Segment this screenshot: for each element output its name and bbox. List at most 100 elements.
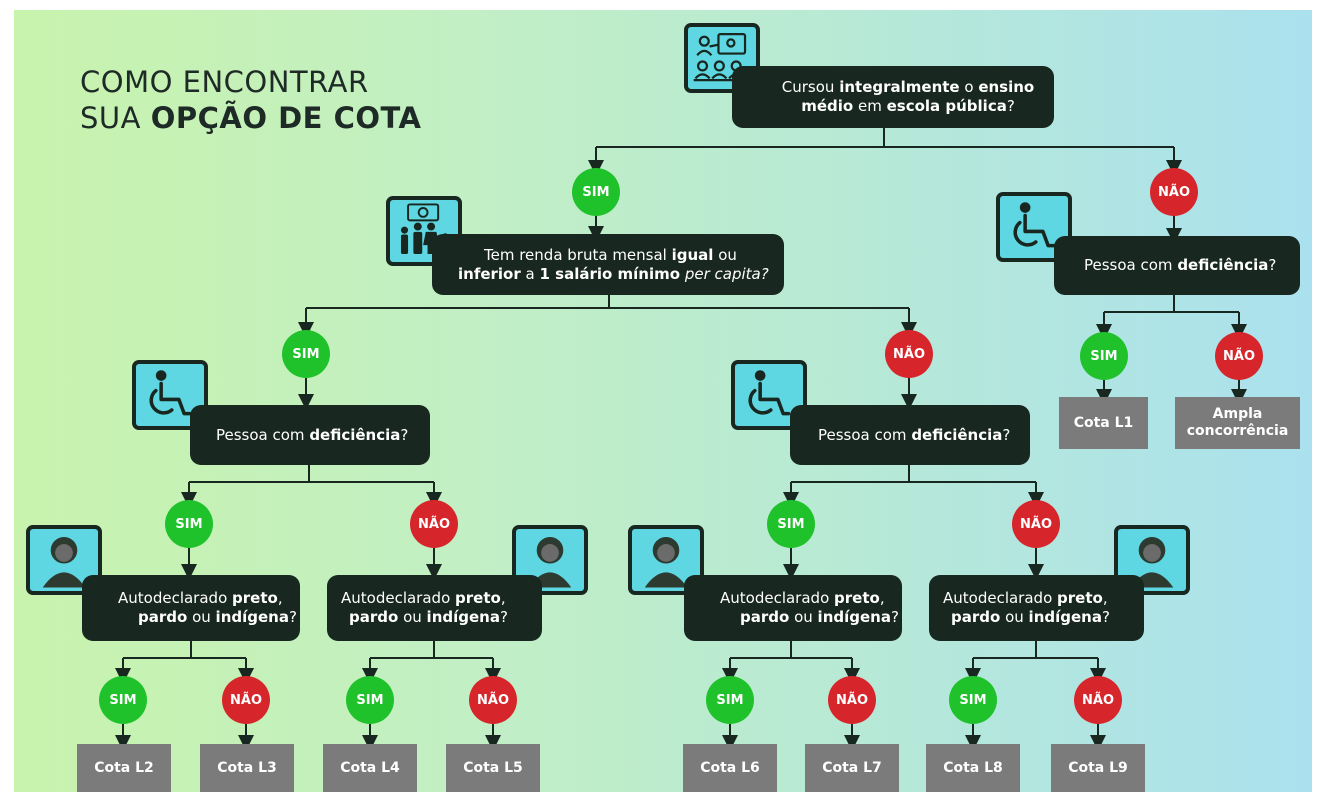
answer-nao-renda: NÃO: [885, 330, 933, 378]
answer-nao-def-left: NÃO: [410, 500, 458, 548]
question-autodeclarado-2: Autodeclarado preto, pardo ou indígena?: [327, 575, 542, 641]
q-auto-1-e: ou: [187, 608, 216, 626]
answer-nao-auto-2: NÃO: [469, 676, 517, 724]
question-deficiencia-middle: Pessoa com deficiência?: [790, 405, 1030, 465]
q-auto-4-g: ?: [1101, 608, 1110, 626]
question-autodeclarado-1: Autodeclarado preto, pardo ou indígena?: [82, 575, 300, 641]
q-auto-3-line-2: pardo ou indígena?: [720, 608, 902, 627]
q-auto-3-g: ?: [890, 608, 899, 626]
answer-sim-auto-3: SIM: [706, 676, 754, 724]
q-auto-2-g: ?: [499, 608, 508, 626]
q-escola-text-h: ?: [1006, 97, 1015, 115]
q-auto-3-e: ou: [789, 608, 818, 626]
q-auto-1-b: preto: [232, 589, 278, 607]
q-auto-2-e: ou: [398, 608, 427, 626]
question-escola-line-2: médio em escola pública?: [762, 97, 1054, 116]
title-line-2-normal: SUA: [80, 101, 151, 135]
q-renda-text-e: a: [520, 264, 540, 283]
q-escola-text-f: em: [853, 97, 887, 115]
question-deficiencia-left: Pessoa com deficiência?: [190, 405, 430, 465]
answer-nao-escola: NÃO: [1150, 168, 1198, 216]
q-def-1-a: Pessoa com: [1084, 256, 1178, 274]
q-auto-2-line-1: Autodeclarado preto,: [341, 589, 542, 608]
answer-nao-def-middle: NÃO: [1012, 500, 1060, 548]
q-auto-4-d: pardo: [951, 608, 1001, 626]
question-renda-line-2: inferior a 1 salário mínimo per capita?: [458, 265, 784, 284]
q-def-1-c: ?: [1268, 256, 1277, 274]
q-auto-4-a: Autodeclarado: [943, 589, 1058, 607]
question-deficiencia-left-line: Pessoa com deficiência?: [216, 426, 430, 445]
answer-sim-def-top: SIM: [1080, 332, 1128, 380]
q-auto-1-g: ?: [288, 608, 297, 626]
q-def-1-b: deficiência: [1177, 256, 1269, 274]
result-cota-l9: Cota L9: [1051, 744, 1145, 792]
q-def-2-b: deficiência: [309, 425, 401, 444]
q-auto-2-a: Autodeclarado: [341, 589, 456, 607]
q-auto-3-f: indígena: [817, 608, 891, 626]
answer-nao-def-top: NÃO: [1215, 332, 1263, 380]
q-auto-4-b: preto: [1057, 589, 1103, 607]
result-cota-l7: Cota L7: [805, 744, 899, 792]
person-avatar-icon: [512, 525, 588, 595]
result-ampla-line-2: concorrência: [1186, 423, 1289, 439]
question-deficiencia-top-right: Pessoa com deficiência?: [1054, 236, 1300, 295]
question-renda: Tem renda bruta mensal igual ou inferior…: [432, 234, 784, 295]
result-cota-l6: Cota L6: [683, 744, 777, 792]
q-auto-1-line-2: pardo ou indígena?: [118, 608, 300, 627]
q-auto-4-f: indígena: [1028, 608, 1102, 626]
q-def-3-b: deficiência: [911, 425, 1003, 444]
q-auto-4-e: ou: [1000, 608, 1029, 626]
q-escola-text-a: Cursou: [781, 78, 840, 96]
q-escola-text-c: o: [959, 78, 979, 96]
q-auto-2-line-2: pardo ou indígena?: [341, 608, 542, 627]
q-def-2-a: Pessoa com: [216, 425, 310, 444]
q-def-3-c: ?: [1002, 425, 1011, 444]
q-auto-2-c: ,: [500, 589, 506, 607]
title-line-2: SUA OPÇÃO DE COTA: [80, 100, 421, 136]
result-cota-l1: Cota L1: [1059, 397, 1148, 449]
question-escola-line-1: Cursou integralmente o ensino: [762, 78, 1054, 97]
infographic: COMO ENCONTRAR SUA OPÇÃO DE COTA Cursou …: [14, 10, 1312, 792]
answer-nao-auto-1: NÃO: [222, 676, 270, 724]
question-autodeclarado-4: Autodeclarado preto, pardo ou indígena?: [929, 575, 1144, 641]
q-escola-text-e: médio: [801, 97, 854, 115]
q-renda-text-d: inferior: [458, 264, 521, 283]
q-auto-2-b: preto: [455, 589, 501, 607]
result-cota-l8: Cota L8: [926, 744, 1020, 792]
answer-sim-def-middle: SIM: [767, 500, 815, 548]
result-cota-l4: Cota L4: [323, 744, 417, 792]
q-escola-text-b: integralmente: [839, 78, 960, 96]
q-auto-2-f: indígena: [426, 608, 500, 626]
q-auto-1-a: Autodeclarado: [118, 589, 233, 607]
q-escola-text-g: escola pública: [886, 97, 1007, 115]
result-ampla-concorrencia: Ampla concorrência: [1175, 397, 1300, 449]
answer-sim-def-left: SIM: [165, 500, 213, 548]
question-renda-line-1: Tem renda bruta mensal igual ou: [484, 246, 784, 265]
q-renda-text-g: per capita?: [680, 264, 769, 283]
q-auto-1-d: pardo: [138, 608, 188, 626]
q-auto-3-line-1: Autodeclarado preto,: [720, 589, 902, 608]
q-auto-1-c: ,: [277, 589, 283, 607]
question-autodeclarado-3: Autodeclarado preto, pardo ou indígena?: [684, 575, 902, 641]
person-avatar-icon: [628, 525, 704, 595]
q-auto-4-c: ,: [1102, 589, 1108, 607]
page-title: COMO ENCONTRAR SUA OPÇÃO DE COTA: [80, 64, 421, 136]
q-auto-2-d: pardo: [349, 608, 399, 626]
question-deficiencia-middle-line: Pessoa com deficiência?: [818, 426, 1030, 445]
q-escola-text-d: ensino: [978, 78, 1035, 96]
q-auto-4-line-2: pardo ou indígena?: [943, 608, 1144, 627]
result-cota-l3: Cota L3: [200, 744, 294, 792]
answer-sim-escola: SIM: [572, 168, 620, 216]
q-renda-text-b: igual: [671, 245, 714, 264]
question-escola-publica: Cursou integralmente o ensino médio em e…: [732, 66, 1054, 128]
q-auto-1-f: indígena: [215, 608, 289, 626]
q-renda-text-f: 1 salário mínimo: [539, 264, 681, 283]
q-renda-text-a: Tem renda bruta mensal: [484, 245, 672, 264]
q-auto-3-d: pardo: [740, 608, 790, 626]
q-auto-4-line-1: Autodeclarado preto,: [943, 589, 1144, 608]
title-line-1: COMO ENCONTRAR: [80, 65, 369, 99]
answer-nao-auto-3: NÃO: [828, 676, 876, 724]
q-auto-3-a: Autodeclarado: [720, 589, 835, 607]
q-def-3-a: Pessoa com: [818, 425, 912, 444]
q-auto-3-c: ,: [879, 589, 885, 607]
